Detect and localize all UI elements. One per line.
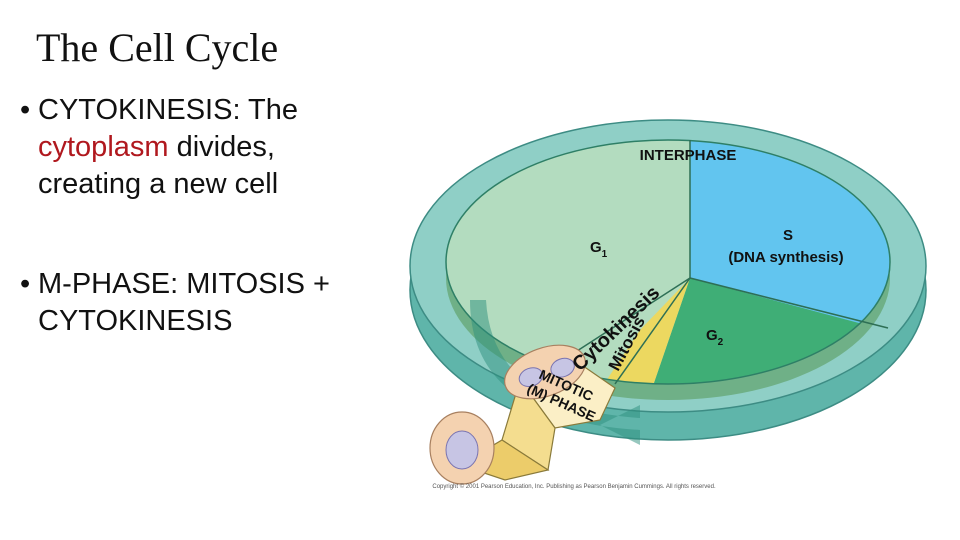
bullet-m-phase: •M-PHASE: MITOSIS + CYTOKINESIS: [20, 266, 420, 340]
cytoplasm-highlight: cytoplasm: [38, 131, 169, 163]
copyright-note: Copyright © 2001 Pearson Education, Inc.…: [432, 483, 716, 490]
slide-title: The Cell Cycle: [36, 25, 279, 70]
bullet-marker: •: [20, 94, 31, 126]
divider-m-g2: [614, 277, 691, 385]
label-s: S: [783, 227, 793, 244]
bullet-m-phase-line2: CYTOKINESIS: [38, 305, 233, 337]
sector-s: [690, 140, 890, 350]
label-s-desc: (DNA synthesis): [728, 249, 843, 266]
bullet-m-phase-line1: M-PHASE: MITOSIS +: [38, 268, 330, 300]
dividing-cell: [504, 344, 586, 400]
daughter-cell: [429, 411, 495, 485]
label-interphase: INTERPHASE: [640, 147, 737, 164]
sector-g1: [446, 140, 690, 384]
disc-outline: [445, 139, 891, 385]
cycle-arrow: [470, 300, 640, 445]
bullet-cytokinesis-line2: divides,: [168, 131, 275, 163]
divider-s-g2: [689, 277, 889, 329]
bullet-cytokinesis-line1: CYTOKINESIS: The: [38, 94, 299, 126]
label-g1: G1: [590, 239, 608, 260]
sector-mitosis: [600, 278, 690, 384]
divider-g1-m: [559, 277, 691, 363]
bullet-cytokinesis: •CYTOKINESIS: The cytoplasm divides, cre…: [20, 92, 400, 203]
label-g2: G2: [706, 327, 724, 348]
bullet-cytokinesis-line3: creating a new cell: [38, 168, 279, 200]
bullet-marker: •: [20, 268, 31, 300]
